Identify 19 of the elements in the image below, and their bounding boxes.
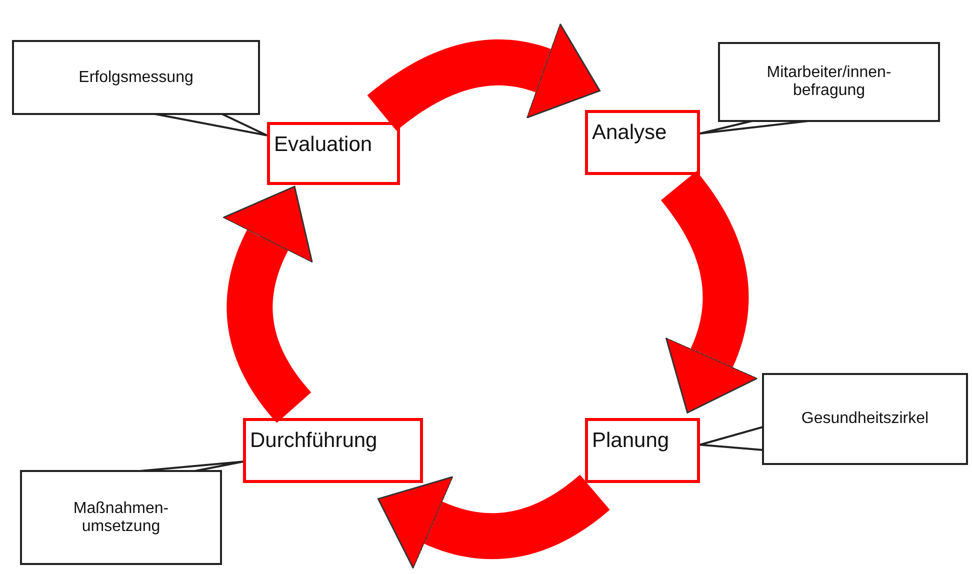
callout-box	[762, 373, 968, 465]
callout-text: Mitarbeiter/innen- befragung	[766, 64, 892, 100]
step-box	[267, 122, 400, 185]
step-box	[585, 110, 700, 175]
callout-box	[12, 40, 260, 115]
step-box	[243, 418, 423, 483]
step-label: Evaluation	[274, 133, 372, 156]
callout-box	[718, 42, 940, 122]
callout-text: Maßnahmen- umsetzung	[72, 500, 170, 536]
callout-text: Erfolgsmessung	[78, 68, 194, 86]
step-label: Durchführung	[250, 429, 378, 452]
step-label: Planung	[592, 429, 670, 452]
step-label: Analyse	[592, 121, 667, 144]
callout-text: Gesundheitszirkel	[801, 410, 929, 428]
curved-block-arrow	[364, 22, 601, 132]
curved-block-arrow	[222, 186, 313, 426]
step-box	[585, 418, 700, 483]
callout-pointer	[699, 426, 764, 451]
callout-box	[20, 470, 222, 565]
